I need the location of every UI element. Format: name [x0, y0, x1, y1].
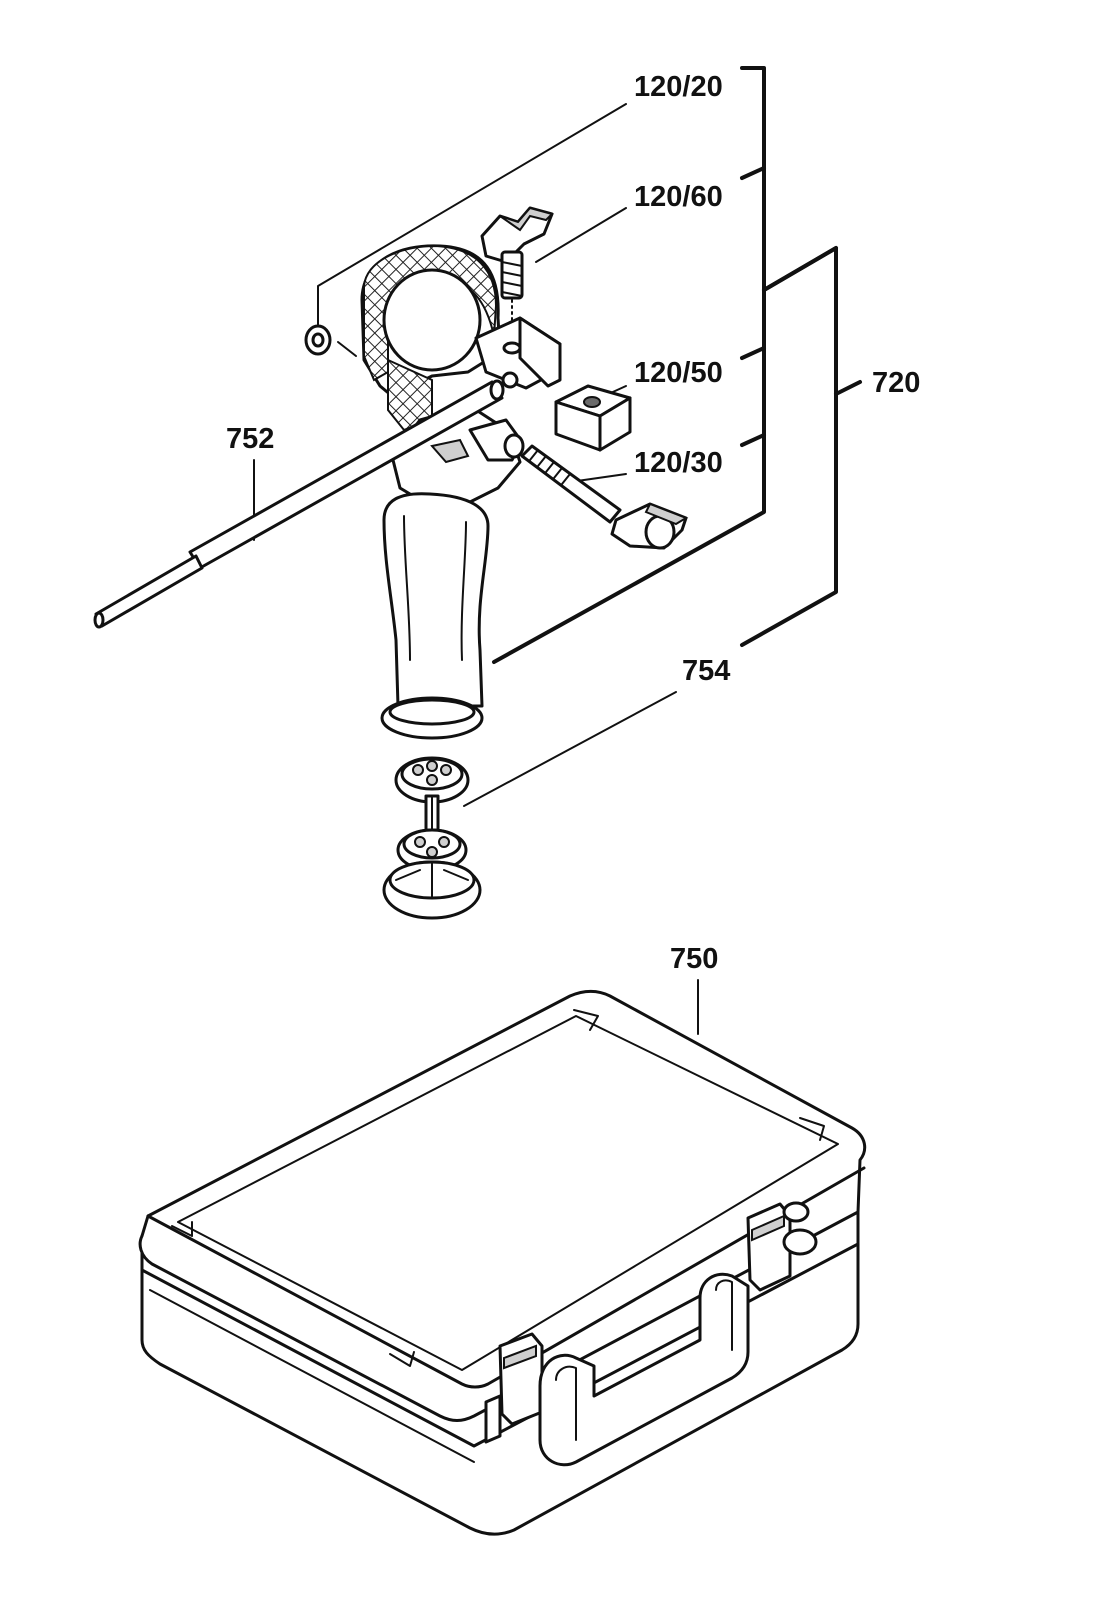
label-120-60: 120/60: [634, 181, 723, 213]
square-nut-part: [554, 384, 632, 452]
label-750: 750: [670, 943, 718, 975]
depth-rod-part: [93, 379, 505, 629]
label-120-50: 120/50: [634, 357, 723, 389]
label-720: 720: [872, 367, 920, 399]
clamp-bolt-part: [520, 444, 689, 550]
bracket-720: [740, 246, 862, 647]
label-120-30: 120/30: [634, 447, 723, 479]
side-handle-part: [360, 244, 562, 740]
label-754: 754: [682, 655, 730, 687]
label-752: 752: [226, 423, 274, 455]
label-120-20: 120/20: [634, 71, 723, 103]
wing-screw-part: [480, 206, 554, 343]
callout-labels: 120/20 120/60 120/50 120/30 720 752 754 …: [226, 71, 920, 975]
washer-part: [304, 324, 332, 356]
end-cap-part: [382, 756, 482, 920]
carrying-case-part: [138, 990, 867, 1536]
